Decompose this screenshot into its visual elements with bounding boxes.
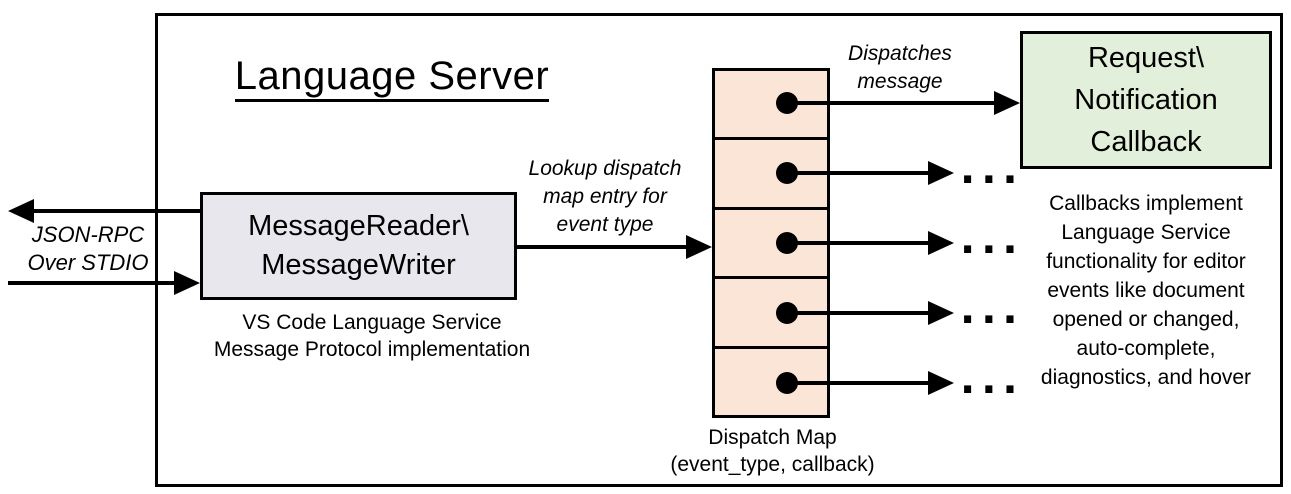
dispatch-line-5 [790, 381, 930, 385]
callback-box-line1: Request\ [1087, 42, 1205, 74]
callbacks-note-line: auto-complete, [1076, 337, 1216, 360]
json-rpc-label-line2: Over STDIO [27, 250, 149, 275]
reader-caption-line2: Message Protocol implementation [213, 338, 531, 361]
stdio-in-arrowhead-icon [174, 271, 200, 295]
dispatch-arrowhead-2-icon [928, 161, 954, 185]
map-entry-dot [776, 302, 798, 324]
callbacks-note-line: functionality for editor [1046, 250, 1246, 273]
lookup-label-line3: event type [556, 213, 654, 236]
diagram-title-text: Language Server [234, 54, 550, 102]
dispatch-map-cell [715, 276, 827, 346]
dispatch-map-caption-line1: Dispatch Map [708, 426, 837, 449]
stdio-in-line [8, 281, 176, 285]
dispatches-label-line1: Dispatches [848, 42, 952, 65]
json-rpc-label: JSON-RPC Over STDIO [18, 221, 158, 277]
callback-box-line2: Notification [1074, 84, 1218, 116]
dispatch-arrowhead-1-icon [994, 91, 1020, 115]
language-server-boundary [155, 13, 1283, 487]
callbacks-note: Callbacks implement Language Service fun… [1018, 189, 1274, 392]
message-writer-label: MessageWriter [261, 249, 456, 281]
message-reader-writer-box: MessageReader\ MessageWriter [200, 192, 517, 300]
callbacks-note-line: Callbacks implement [1049, 192, 1243, 215]
ellipsis-icon: ... [960, 357, 1024, 403]
lookup-label: Lookup dispatch map entry for event type [505, 155, 705, 239]
callbacks-note-line: opened or changed, [1052, 308, 1240, 331]
lookup-line [517, 245, 688, 249]
callback-box-line3: Callback [1090, 126, 1202, 158]
dispatch-line-2 [790, 171, 930, 175]
lookup-arrowhead-icon [686, 235, 712, 259]
lookup-label-line1: Lookup dispatch [528, 157, 682, 180]
dispatch-map-caption: Dispatch Map (event_type, callback) [650, 424, 895, 478]
dispatch-arrowhead-5-icon [928, 371, 954, 395]
map-entry-dot [776, 92, 798, 114]
dispatch-line-3 [790, 241, 930, 245]
json-rpc-label-line1: JSON-RPC [31, 222, 145, 247]
map-entry-dot [776, 232, 798, 254]
dispatch-line-1 [790, 101, 996, 105]
message-reader-label: MessageReader\ [248, 210, 469, 242]
dispatches-label-line2: message [857, 70, 943, 93]
ellipsis-icon: ... [960, 287, 1024, 333]
stdio-out-line [30, 209, 200, 213]
dispatch-map-cell [715, 345, 827, 416]
map-entry-dot [776, 162, 798, 184]
ellipsis-icon: ... [960, 147, 1024, 193]
diagram-title: Language Server [200, 52, 584, 102]
callbacks-note-line: Language Service [1061, 221, 1231, 244]
callbacks-note-line: events like document [1047, 279, 1245, 302]
dispatches-message-label: Dispatches message [810, 40, 990, 96]
reader-caption: VS Code Language Service Message Protoco… [192, 309, 552, 363]
stdio-out-arrowhead-icon [8, 199, 34, 223]
dispatch-arrowhead-4-icon [928, 301, 954, 325]
callbacks-note-line: diagnostics, and hover [1040, 366, 1252, 389]
dispatch-map-caption-line2: (event_type, callback) [670, 453, 875, 476]
lookup-label-line2: map entry for [543, 185, 667, 208]
map-entry-dot [776, 372, 798, 394]
ellipsis-icon: ... [960, 217, 1024, 263]
reader-caption-line1: VS Code Language Service [242, 311, 502, 334]
dispatch-arrowhead-3-icon [928, 231, 954, 255]
dispatch-line-4 [790, 311, 930, 315]
request-notification-callback-box: Request\ Notification Callback [1020, 31, 1272, 169]
